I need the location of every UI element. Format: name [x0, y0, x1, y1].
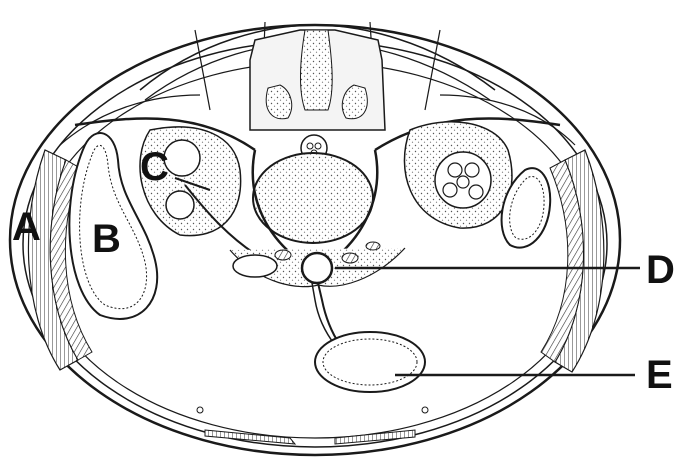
label-e: E — [646, 353, 673, 397]
gut — [315, 332, 425, 392]
right-kidney — [404, 122, 512, 228]
dorsal-aorta — [302, 253, 332, 283]
label-a: A — [12, 205, 41, 249]
right-muscle-band — [541, 150, 604, 372]
label-b: B — [92, 217, 121, 261]
neural-tube — [250, 30, 385, 161]
label-c: C — [140, 145, 169, 189]
label-d: D — [646, 248, 675, 292]
